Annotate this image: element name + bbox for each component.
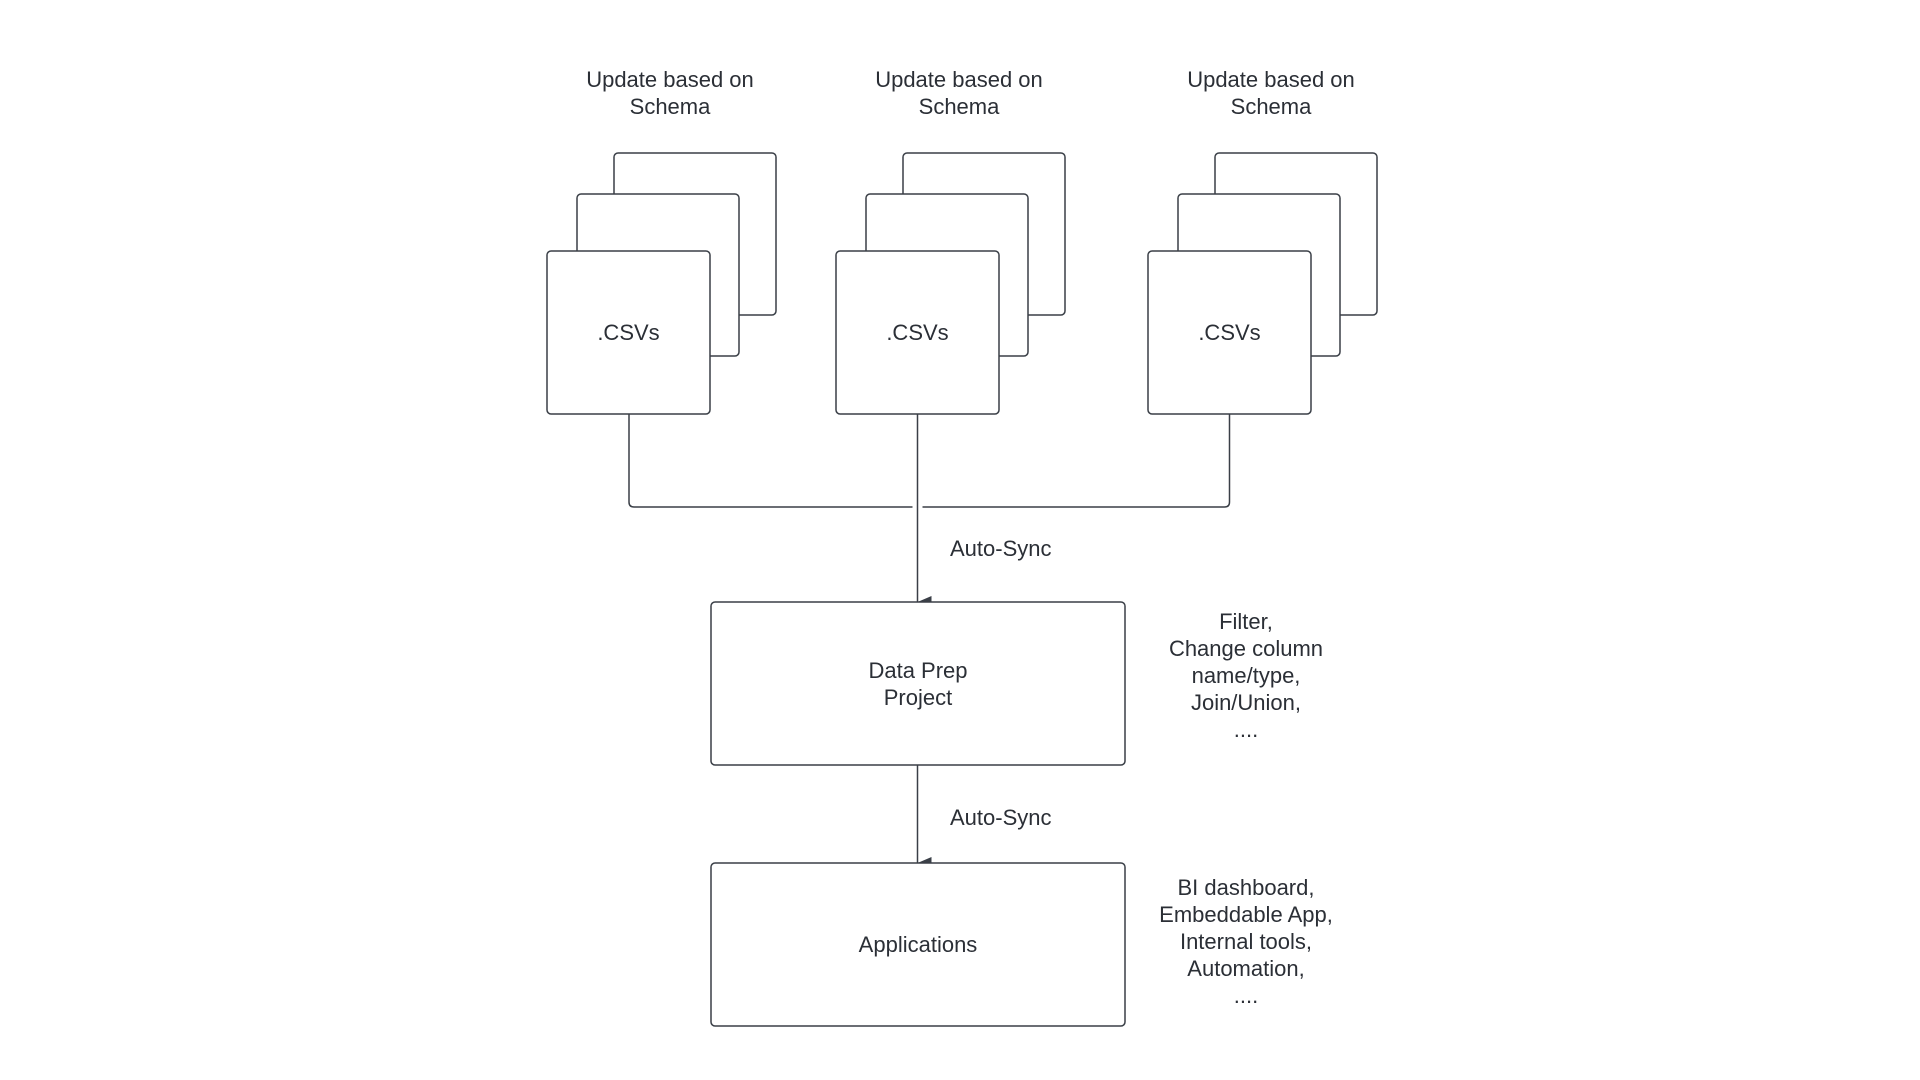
source-header-line: Update based on xyxy=(1187,67,1355,92)
note-line: Join/Union, xyxy=(1190,690,1302,715)
applications-label: Applications xyxy=(858,932,978,957)
note-line: Filter, xyxy=(1219,609,1273,634)
applications-box xyxy=(710,862,1126,1027)
note-line: name/type, xyxy=(1191,663,1301,688)
note-line: .... xyxy=(1233,717,1259,742)
note-line: Change column xyxy=(1168,636,1324,661)
csv-label-1: .CSVs xyxy=(597,320,660,345)
applications-note: BI dashboard, Embeddable App, Internal t… xyxy=(1146,874,1346,1009)
edge-label-auto-sync-2: Auto-Sync xyxy=(950,805,1052,830)
merge-connector xyxy=(628,414,1231,508)
data-prep-note: Filter, Change column name/type, Join/Un… xyxy=(1146,608,1346,743)
source-header-line: Schema xyxy=(1230,94,1312,119)
csv-stack-3 xyxy=(1147,152,1378,415)
csv-label-2: .CSVs xyxy=(886,320,949,345)
note-line: Embeddable App, xyxy=(1159,902,1333,927)
source-header-3: Update based on Schema xyxy=(1171,66,1371,120)
source-header-1: Update based on Schema xyxy=(570,66,770,120)
csv-stack-1 xyxy=(546,152,777,415)
edge-label-auto-sync-1: Auto-Sync xyxy=(950,536,1052,561)
data-prep-label: Data Prep Project xyxy=(711,602,1125,765)
source-header-2: Update based on Schema xyxy=(859,66,1059,120)
source-header-line: Schema xyxy=(918,94,1000,119)
csv-label-3: .CSVs xyxy=(1198,320,1261,345)
data-prep-label-line: Project xyxy=(883,684,953,710)
note-line: Internal tools, xyxy=(1179,929,1313,954)
source-header-line: Schema xyxy=(629,94,711,119)
note-line: Automation, xyxy=(1187,956,1305,981)
data-prep-label-line: Data Prep xyxy=(868,657,968,683)
source-header-line: Update based on xyxy=(586,67,754,92)
source-header-line: Update based on xyxy=(875,67,1043,92)
csv-stack-2 xyxy=(835,152,1066,415)
note-line: BI dashboard, xyxy=(1177,875,1315,900)
note-line: .... xyxy=(1233,983,1259,1008)
